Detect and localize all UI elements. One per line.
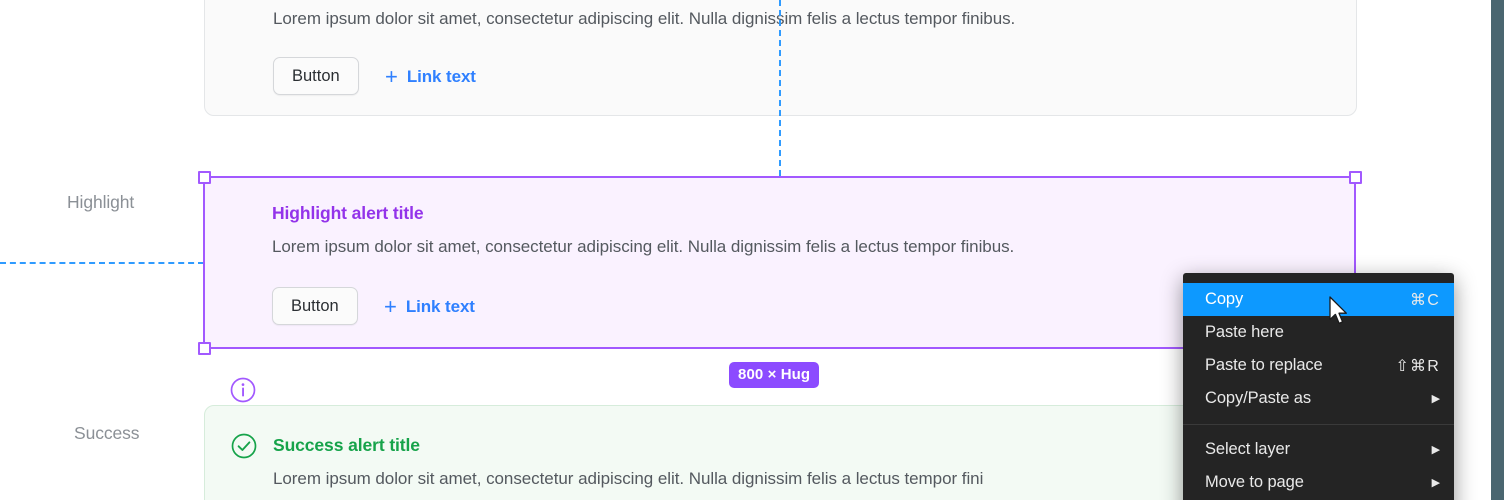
chevron-right-icon: ▶ (1431, 477, 1440, 489)
menu-item-label: Move to page (1205, 473, 1304, 491)
menu-item-move-to-page[interactable]: Move to page ▶ (1183, 466, 1454, 499)
horizontal-measure-guide (0, 262, 204, 264)
selection-edge-top (203, 176, 1356, 178)
chevron-right-icon: ▶ (1431, 393, 1440, 405)
menu-item-label: Paste here (1205, 323, 1284, 341)
alert-card-highlight[interactable]: Highlight alert title Lorem ipsum dolor … (204, 177, 1356, 403)
alert-link-label: Link text (405, 297, 475, 316)
menu-item-shortcut: ⌘C (1410, 291, 1440, 309)
selection-edge-right (1354, 176, 1356, 349)
menu-item-paste-here[interactable]: Paste here (1183, 316, 1454, 349)
row-label-highlight: Highlight (67, 192, 135, 212)
alert-button[interactable]: Button (272, 287, 358, 325)
alert-button[interactable]: Button (273, 57, 359, 95)
alert-link[interactable]: + Link text (384, 296, 475, 318)
menu-item-label: Copy/Paste as (1205, 389, 1312, 407)
menu-item-select-layer[interactable]: Select layer ▶ (1183, 433, 1454, 466)
alert-title-text: Highlight alert title (272, 203, 424, 223)
menu-item-copy[interactable]: Copy ⌘C (1183, 283, 1454, 316)
vertical-measure-guide (779, 0, 781, 176)
plus-icon: + (385, 64, 398, 89)
context-menu[interactable]: Copy ⌘C Paste here Paste to replace ⇧⌘R … (1183, 273, 1454, 500)
info-circle-icon (229, 376, 257, 404)
alert-body-text: Lorem ipsum dolor sit amet, consectetur … (273, 469, 984, 488)
row-label-success: Success (74, 423, 140, 443)
selection-edge-left (203, 176, 205, 349)
plus-icon: + (384, 294, 397, 319)
right-panel-strip (1491, 0, 1504, 500)
menu-separator (1183, 424, 1454, 425)
menu-item-paste-to-replace[interactable]: Paste to replace ⇧⌘R (1183, 349, 1454, 382)
check-circle-icon (230, 432, 258, 460)
menu-item-shortcut: ⇧⌘R (1395, 357, 1440, 375)
selection-handle-top-right[interactable] (1349, 171, 1362, 184)
alert-body-text: Lorem ipsum dolor sit amet, consectetur … (273, 9, 1016, 28)
menu-item-copy-paste-as[interactable]: Copy/Paste as ▶ (1183, 382, 1454, 415)
alert-title-text: Success alert title (273, 435, 420, 455)
alert-link[interactable]: + Link text (385, 66, 476, 88)
selection-handle-bottom-left[interactable] (198, 342, 211, 355)
alert-body-text: Lorem ipsum dolor sit amet, consectetur … (272, 237, 1015, 256)
chevron-right-icon: ▶ (1431, 444, 1440, 456)
selection-edge-bottom (203, 347, 1356, 349)
menu-item-label: Select layer (1205, 440, 1291, 458)
menu-item-label: Paste to replace (1205, 356, 1323, 374)
dimension-badge: 800 × Hug (729, 362, 820, 388)
selection-handle-top-left[interactable] (198, 171, 211, 184)
alert-card-success[interactable]: Success alert title Lorem ipsum dolor si… (204, 405, 1357, 500)
alert-link-label: Link text (406, 67, 476, 86)
menu-item-label: Copy (1205, 290, 1244, 308)
